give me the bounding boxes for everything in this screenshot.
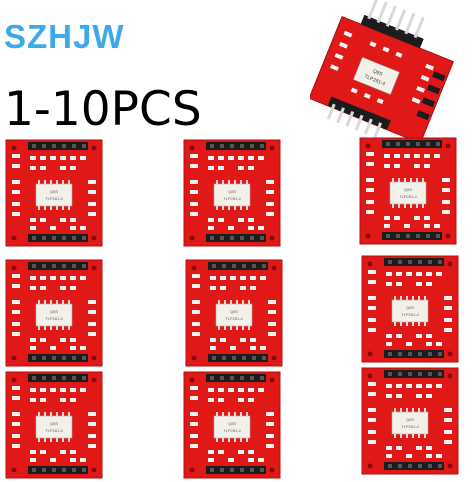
board-r3c1: Q8S TLP281-4 (5, 371, 103, 479)
svg-text:Q8S: Q8S (230, 309, 238, 314)
svg-text:TLP281-4: TLP281-4 (223, 428, 241, 433)
hero-board-image: Q8S TLP281-4 (310, 0, 454, 140)
svg-text:Q8S: Q8S (50, 189, 58, 194)
board-r2c1: Q8S TLP281-4 (5, 259, 103, 367)
svg-text:TLP281-4: TLP281-4 (45, 196, 63, 201)
svg-text:TLP281-4: TLP281-4 (223, 196, 241, 201)
svg-text:TLP281-4: TLP281-4 (45, 316, 63, 321)
svg-text:TLP281-4: TLP281-4 (225, 316, 243, 321)
svg-text:Q8S: Q8S (404, 187, 412, 192)
board-r3c3: Q8S TLP281-4 (361, 367, 459, 475)
svg-text:TLP281-4: TLP281-4 (401, 424, 419, 429)
svg-text:TLP281-4: TLP281-4 (399, 194, 417, 199)
svg-text:TLP281-4: TLP281-4 (45, 428, 63, 433)
svg-text:Q8S: Q8S (228, 189, 236, 194)
svg-text:TLP281-4: TLP281-4 (401, 312, 419, 317)
board-grid-image: Q8S TLP281-4 Q8S TLP281-4 Q8S TLP281-4 Q… (5, 137, 459, 479)
board-r1c1: Q8S TLP281-4 (5, 139, 103, 247)
board-r2c2: Q8S TLP281-4 (185, 259, 283, 367)
svg-text:Q8S: Q8S (228, 421, 236, 426)
quantity-label: 1-10PCS (4, 82, 202, 137)
board-r2c3: Q8S TLP281-4 (361, 255, 459, 363)
svg-text:Q8S: Q8S (406, 305, 414, 310)
brand-logo: SZHJW (4, 18, 125, 55)
board-r1c3: Q8S TLP281-4 (359, 137, 457, 245)
svg-text:Q8S: Q8S (372, 68, 384, 78)
svg-text:Q8S: Q8S (50, 421, 58, 426)
board-r3c2: Q8S TLP281-4 (183, 371, 281, 479)
board-r1c2: Q8S TLP281-4 (183, 139, 281, 247)
svg-text:Q8S: Q8S (50, 309, 58, 314)
svg-text:Q8S: Q8S (406, 417, 414, 422)
